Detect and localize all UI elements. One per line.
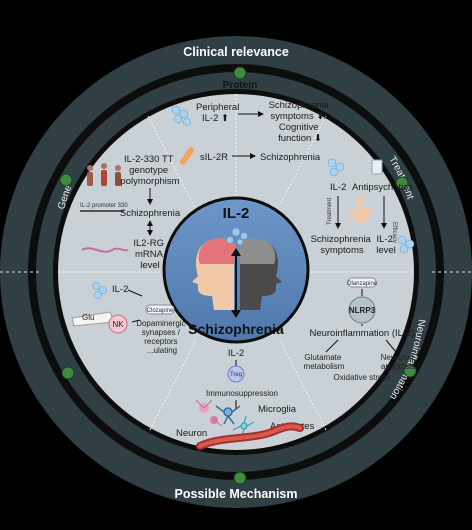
marker-treatment xyxy=(395,176,409,190)
center-il2-label: IL-2 xyxy=(223,205,250,222)
protein-arrowhead-1 xyxy=(258,111,264,117)
neuroinflammation-text: Neuroinflammation (IL-2) xyxy=(309,328,414,339)
antipsychotics-text: Antipsychotics xyxy=(352,182,413,193)
gene-arrowhead-2 xyxy=(147,220,153,236)
marker-gene xyxy=(59,173,73,187)
center-molecule-icon xyxy=(226,227,248,246)
marker-mechanism xyxy=(233,471,247,485)
peripheral-il2-text: Peripheral IL-2 ⬆ xyxy=(196,102,242,124)
gene-schizophrenia-text: Schizophrenia xyxy=(120,208,181,219)
genotype-text: IL-2-330 TT genotype polymorphism xyxy=(120,154,179,187)
left-inhibit-line xyxy=(127,289,143,297)
astrocyte-icon xyxy=(232,415,255,438)
apoptosis-text: Neuronal apoptosis xyxy=(381,353,416,371)
protein-schizophrenia-text: Schizophrenia xyxy=(260,152,321,163)
family-icons xyxy=(87,163,121,186)
nlrp3-complex-icon xyxy=(348,296,376,324)
mrna-text: IL2-RG mRNA level xyxy=(133,238,166,271)
clozapine-text: Clozapine xyxy=(147,308,174,314)
gene-arrowhead-1 xyxy=(147,199,153,205)
pill-bottle-icon xyxy=(371,159,383,175)
immunosuppression-text: Immunosuppression xyxy=(206,389,278,398)
sz-symptoms-text: Schizophrenia symptoms ⬇/ Cognitive func… xyxy=(269,100,332,144)
nk-text: NK xyxy=(112,320,124,329)
clozapine-pill xyxy=(145,304,175,315)
protein-heading: Protein xyxy=(223,80,257,91)
mrna-strand-icon xyxy=(81,247,129,253)
neuro-arrow-left xyxy=(325,339,339,353)
olanzapine-text: Olanzapine xyxy=(347,281,378,287)
oxidative-text: Oxidative stress xyxy=(334,373,391,382)
treatment-arrowhead xyxy=(335,223,341,229)
patient-icon xyxy=(350,196,370,223)
blood-vessel-lumen xyxy=(198,424,302,448)
clinical-relevance-title: Clinical relevance xyxy=(183,45,289,59)
mech-il2-text: IL-2 xyxy=(228,348,244,359)
marker-protein xyxy=(233,66,247,80)
neuro-arrow-right xyxy=(385,339,397,353)
possible-mechanism-title: Possible Mechanism xyxy=(175,487,298,501)
sil2r-receptor-icon xyxy=(179,147,195,165)
treg-cell-icon xyxy=(227,365,245,383)
head-left-icon xyxy=(192,238,236,310)
efficacy-label: Efficacy xyxy=(391,222,397,243)
glutamate-text: Glutamate metabolism xyxy=(304,353,345,371)
nk-cell-icon xyxy=(108,314,128,334)
neuron-text: Neuron xyxy=(176,428,207,439)
sil2r-text: sIL-2R xyxy=(200,152,228,163)
promoter-label: IL-2 promoter 330 xyxy=(80,203,128,209)
protein-arrowhead-2 xyxy=(250,153,256,159)
center-arrowheads xyxy=(231,248,241,318)
left-mech-arrow xyxy=(131,319,141,323)
center-schizophrenia-label: Schizophrenia xyxy=(188,321,284,337)
section-dividers xyxy=(58,94,414,431)
efficacy-arrowhead xyxy=(381,223,387,229)
microglia-text: Microglia xyxy=(258,404,297,415)
treatment-molecule-icon-2 xyxy=(397,235,415,254)
protein-molecule-icon xyxy=(171,105,191,126)
treatment-molecule-icon xyxy=(327,158,345,177)
olanzapine-pill xyxy=(347,277,377,288)
section-markers xyxy=(59,66,417,485)
dopaminergic-text: Dopaminergic synapses / receptors ...ula… xyxy=(136,319,188,355)
glu-text: Glu xyxy=(82,313,94,322)
microglia-icon xyxy=(215,405,241,425)
left-il2-text: IL-2 xyxy=(112,284,128,295)
neuron-cells-icon xyxy=(195,399,223,427)
head-right-icon xyxy=(238,238,282,310)
marker-left-mech xyxy=(61,366,75,380)
nlrp3-text: NLRP3 xyxy=(349,306,376,315)
treatment-symptoms-text: Schizophrenia symptoms xyxy=(311,234,374,256)
treatment-il2-text: IL-2 xyxy=(330,182,346,193)
treatment-level-text: IL-2 level xyxy=(376,234,396,256)
treg-text: Treg xyxy=(230,372,242,378)
left-molecule-icon xyxy=(92,282,107,299)
marker-neuro xyxy=(403,364,417,378)
treatment-label: Treatment xyxy=(327,198,333,225)
